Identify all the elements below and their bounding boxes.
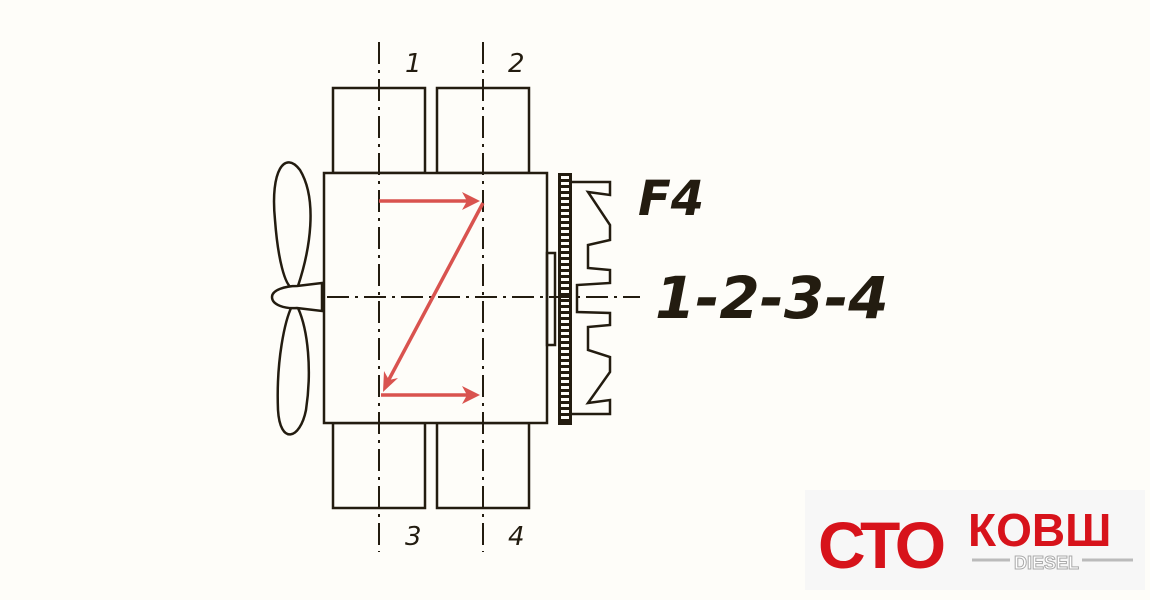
firing-order-label: 1-2-3-4: [655, 264, 889, 332]
cylinder-label-2: 2: [508, 49, 525, 79]
gear-tooth: [561, 326, 569, 329]
fan-icon: [270, 161, 324, 436]
gear-tooth: [561, 320, 569, 323]
gear-tooth: [561, 314, 569, 317]
gear-tooth: [561, 380, 569, 383]
gear-tooth: [561, 350, 569, 353]
gear-tooth: [561, 368, 569, 371]
gear-tooth: [561, 260, 569, 263]
gear-tooth: [561, 284, 569, 287]
gear-tooth: [561, 200, 569, 203]
engine-block: [322, 171, 549, 425]
gear-tooth: [561, 392, 569, 395]
gear-tooth: [561, 410, 569, 413]
gear-tooth: [561, 362, 569, 365]
gear-tooth: [561, 224, 569, 227]
cylinder-label-4: 4: [508, 522, 525, 552]
gear-tooth: [561, 248, 569, 251]
flywheel-plate: [545, 251, 557, 347]
gear-tooth: [561, 290, 569, 293]
logo-subtitle: DIESEL: [1014, 553, 1079, 573]
gear-tooth: [561, 230, 569, 233]
engine-type-label: F4: [638, 171, 704, 227]
logo-part2: КОВШ: [968, 504, 1111, 556]
gear-tooth: [561, 236, 569, 239]
gear-tooth: [561, 218, 569, 221]
pulley: [572, 180, 612, 416]
gear-tooth: [561, 278, 569, 281]
gear-tooth: [561, 338, 569, 341]
gear-tooth: [561, 344, 569, 347]
logo: СТО КОВШ DIESEL: [805, 490, 1145, 590]
gear-tooth: [561, 182, 569, 185]
gear-tooth: [561, 404, 569, 407]
gear-tooth: [561, 272, 569, 275]
gear-tooth: [561, 188, 569, 191]
gear-tooth: [561, 332, 569, 335]
gear-tooth: [561, 206, 569, 209]
gear-tooth: [561, 398, 569, 401]
gear-tooth: [561, 302, 569, 305]
cylinder-label-3: 3: [405, 522, 422, 552]
firing-order-arrows: [379, 192, 485, 404]
gear-tooth: [561, 266, 569, 269]
gear-tooth: [561, 416, 569, 419]
cylinder-label-1: 1: [405, 49, 422, 79]
gear-tooth: [561, 212, 569, 215]
ring-gear-teeth: [561, 176, 569, 419]
gear-tooth: [561, 374, 569, 377]
gear-tooth: [561, 308, 569, 311]
gear-tooth: [561, 242, 569, 245]
gear-tooth: [561, 254, 569, 257]
gear-tooth: [561, 176, 569, 179]
gear-tooth: [561, 356, 569, 359]
logo-part1: СТО: [818, 508, 944, 582]
gear-tooth: [561, 386, 569, 389]
gear-tooth: [561, 194, 569, 197]
